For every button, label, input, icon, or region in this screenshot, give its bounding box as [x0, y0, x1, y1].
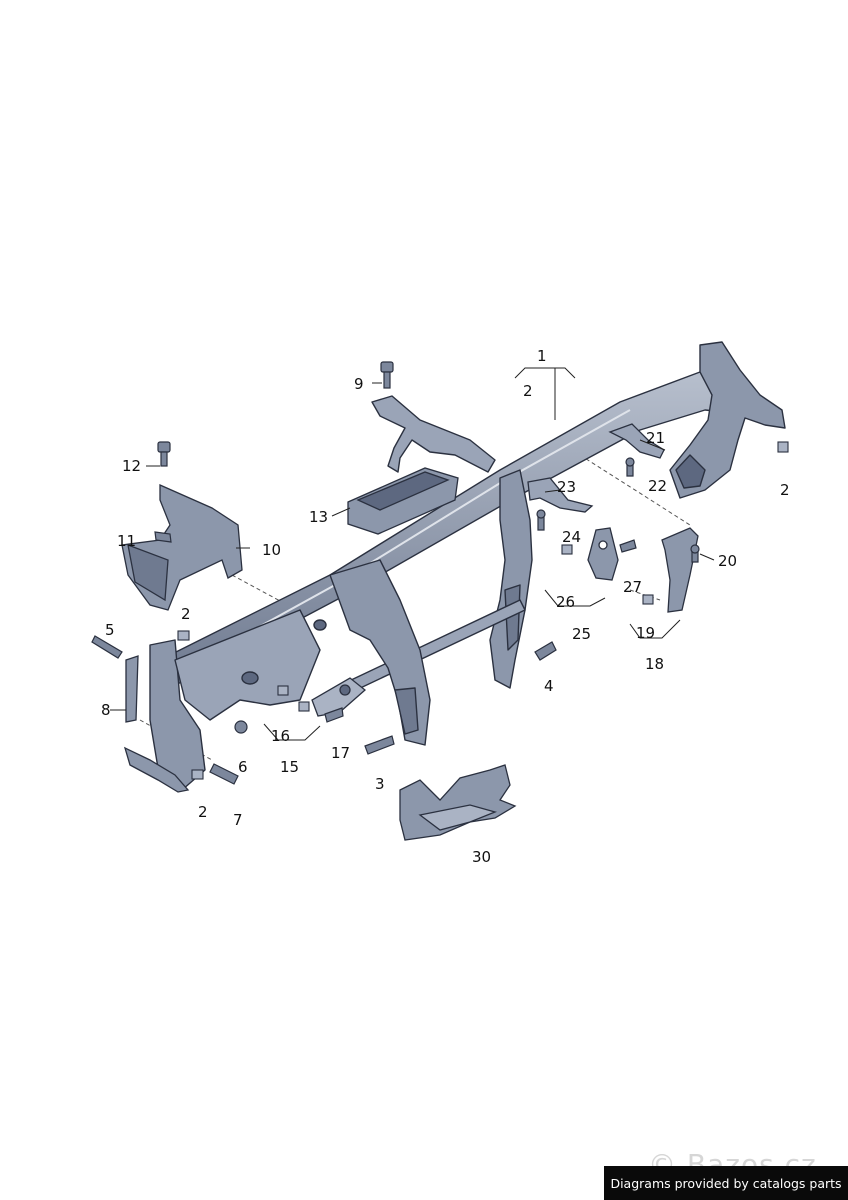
- callout-8: 8: [101, 701, 111, 719]
- leader-lines: [110, 367, 715, 741]
- callout-7: 7: [233, 811, 243, 829]
- callout-2-top: 2: [523, 382, 533, 400]
- callout-4: 4: [544, 677, 554, 695]
- small-brackets: [527, 423, 665, 513]
- callout-22: 22: [648, 477, 668, 495]
- clips: [177, 441, 789, 780]
- callout-24: 24: [562, 528, 582, 546]
- callout-2-left: 2: [181, 605, 191, 623]
- callout-6: 6: [238, 758, 248, 776]
- callout-26: 26: [556, 593, 576, 611]
- callout-13: 13: [309, 508, 329, 526]
- part-8-bracket: [123, 655, 190, 793]
- cross-car-beam: [149, 341, 786, 791]
- callout-10: 10: [262, 541, 282, 559]
- callout-20: 20: [718, 552, 738, 570]
- part-13-vent: [347, 467, 459, 535]
- callout-21: 21: [646, 429, 666, 447]
- callout-27: 27: [623, 578, 643, 596]
- callout-2-right: 2: [780, 481, 790, 499]
- part-10-bracket: [121, 484, 243, 611]
- callout-25: 25: [572, 625, 592, 643]
- callout-30: 30: [472, 848, 492, 866]
- callout-18: 18: [645, 655, 665, 673]
- part-26-plate: [587, 527, 619, 581]
- callout-11: 11: [117, 532, 137, 550]
- callout-12: 12: [122, 457, 142, 475]
- credit-bar: Diagrams provided by catalogs parts: [604, 1166, 848, 1200]
- callout-9: 9: [354, 375, 364, 393]
- callout-19: 19: [636, 624, 656, 642]
- callout-17: 17: [331, 744, 351, 762]
- part-18-bracket: [661, 527, 699, 613]
- credit-text: Diagrams provided by catalogs parts: [610, 1175, 842, 1191]
- part-16-plate: [311, 677, 367, 717]
- callout-5: 5: [105, 621, 115, 639]
- callout-15: 15: [280, 758, 300, 776]
- callout-3: 3: [375, 775, 385, 793]
- callout-1: 1: [537, 347, 547, 365]
- callout-2-bottom: 2: [198, 803, 208, 821]
- fasteners: [91, 361, 700, 785]
- part-30-bracket: [399, 764, 517, 841]
- callout-23: 23: [557, 478, 577, 496]
- callout-16: 16: [271, 727, 291, 745]
